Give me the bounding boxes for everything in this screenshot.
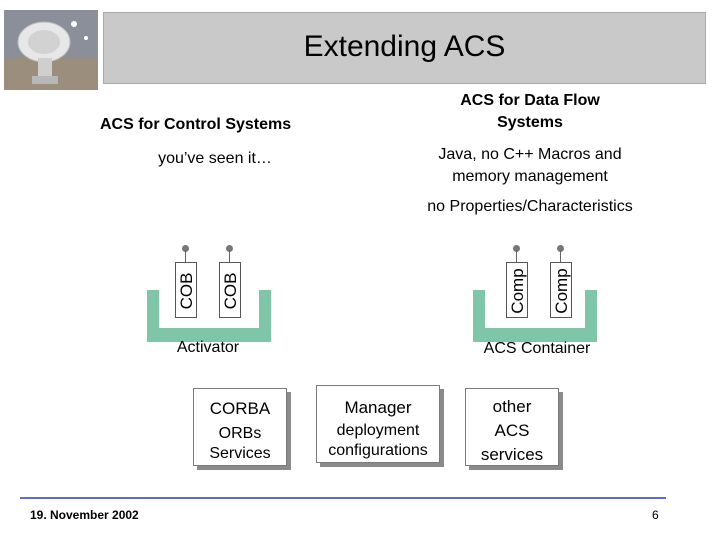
manager-box: Manager deployment configurations: [316, 385, 440, 463]
comp-pin-dot: [557, 245, 564, 252]
dataflow-heading-line1: ACS for Data Flow: [460, 92, 600, 109]
activator-container-base: [147, 328, 271, 342]
control-systems-heading: ACS for Control Systems: [100, 116, 292, 133]
cob-pin-dot: [182, 245, 189, 252]
properties-note: no Properties/Characteristics: [427, 198, 633, 215]
dataflow-note-line2: memory management: [452, 168, 608, 185]
footer-rule: [20, 497, 666, 499]
acs-container-label: ACS Container: [483, 340, 591, 357]
cob-label: COB: [177, 272, 196, 310]
telescope-antenna-logo: [4, 10, 98, 90]
other-line3: services: [480, 445, 544, 464]
dataflow-heading-line2: Systems: [497, 114, 563, 131]
comp-label: Comp: [552, 268, 571, 314]
comp-component: Comp: [550, 262, 572, 318]
other-line2: ACS: [494, 421, 530, 440]
cob-component: COB: [175, 262, 197, 318]
dataflow-note-line1: Java, no C++ Macros and: [438, 146, 622, 163]
cob-pin-dot: [226, 245, 233, 252]
dataflow-heading: ACS for Data Flow Systems: [420, 90, 640, 134]
footer-date: 19. November 2002: [30, 508, 139, 522]
comp-label: Comp: [508, 268, 527, 314]
corba-line2: Services: [209, 445, 271, 462]
comp-pin-line: [560, 250, 561, 262]
manager-line2: configurations: [328, 442, 428, 459]
slide-title: Extending ACS: [303, 30, 506, 63]
control-systems-note: you’ve seen it…: [158, 150, 272, 167]
title-band: [103, 12, 706, 84]
corba-line1: ORBs: [218, 425, 262, 442]
other-services-box: other ACS services: [465, 388, 559, 466]
comp-component: Comp: [506, 262, 528, 318]
corba-box: CORBA ORBs Services: [193, 388, 287, 466]
cob-pin-line: [185, 250, 186, 262]
comp-pin-line: [516, 250, 517, 262]
dataflow-note: Java, no C++ Macros and memory managemen…: [400, 144, 660, 188]
other-line1: other: [492, 397, 532, 416]
manager-title: Manager: [344, 398, 412, 417]
cob-pin-line: [229, 250, 230, 262]
acs-container-base: [473, 328, 597, 342]
corba-title: CORBA: [209, 399, 271, 418]
comp-pin-dot: [513, 245, 520, 252]
cob-component: COB: [219, 262, 241, 318]
cob-label: COB: [221, 272, 240, 310]
page-number: 6: [652, 508, 659, 522]
manager-line1: deployment: [336, 422, 420, 439]
activator-label: Activator: [176, 339, 240, 356]
